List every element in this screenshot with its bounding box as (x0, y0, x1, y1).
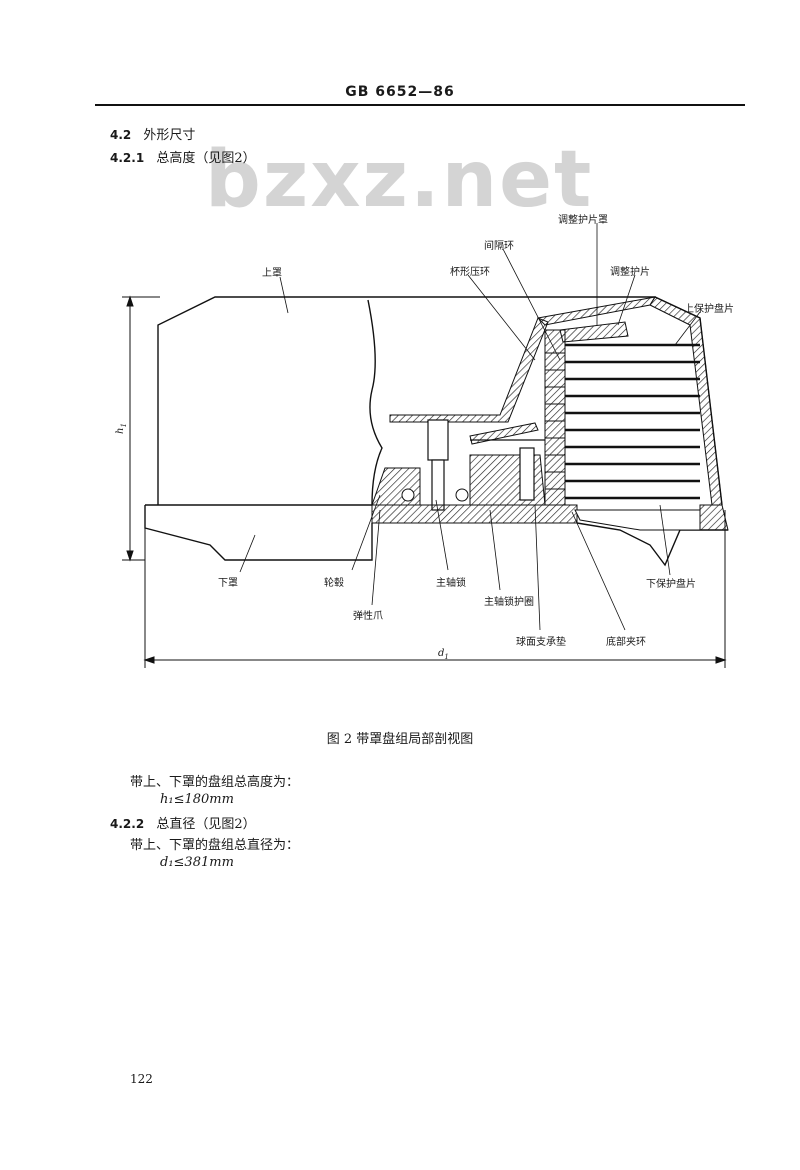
diameter-value: d₁≤381mm (160, 855, 234, 870)
section-title: 外形尺寸 (143, 128, 196, 143)
label-spindle-lock-guard: 主轴锁护圈 (484, 597, 534, 608)
section-title: 总高度（见图2） (156, 151, 256, 166)
figure-caption: 图 2 带罩盘组局部剖视图 (326, 732, 474, 747)
height-statement: 带上、下罩的盘组总高度为： (130, 775, 300, 790)
section-4-2-1: 4.2.1 总高度（见图2） (110, 147, 256, 166)
leader-lines (239, 223, 701, 631)
diameter-dimension (143, 505, 727, 668)
label-hub: 轮毂 (324, 578, 344, 589)
section-number: 4.2.1 (110, 151, 145, 165)
section-4-2-2: 4.2.2 总直径（见图2） (110, 813, 256, 832)
standard-header: GB 6652—86 (345, 84, 455, 100)
label-d1: d1 (438, 648, 449, 661)
height-value: h₁≤180mm (160, 792, 234, 807)
disk-stack (565, 343, 700, 500)
height-dimension (122, 295, 160, 562)
label-adjust-plate-cover: 调整护片罩 (558, 215, 608, 226)
spacer-rings (545, 352, 565, 490)
label-adjust-plate: 调整护片 (610, 267, 650, 278)
label-lower-protect-plate: 下保护盘片 (646, 579, 696, 590)
label-spacer-ring: 间隔环 (484, 241, 514, 252)
diameter-statement: 带上、下罩的盘组总直径为： (130, 838, 300, 853)
label-spherical-bearing-pad: 球面支承垫 (516, 637, 566, 648)
cross-section-figure (122, 223, 729, 668)
label-h1: h1 (114, 423, 128, 434)
label-upper-cover: 上罩 (262, 268, 282, 279)
label-cup-press-ring: 杯形压环 (450, 267, 490, 278)
watermark: bzxz.net (205, 135, 594, 225)
section-number: 4.2.2 (110, 817, 145, 831)
section-number: 4.2 (110, 128, 132, 142)
label-lower-cover: 下罩 (218, 578, 238, 589)
label-bottom-clamp-ring: 底部夹环 (606, 637, 646, 648)
page-number: 122 (130, 1072, 153, 1086)
label-elastic-claw: 弹性爪 (353, 611, 383, 622)
label-upper-protect-plate: 上保护盘片 (684, 304, 734, 315)
header-rule (95, 104, 745, 106)
section-4-2: 4.2 外形尺寸 (110, 124, 195, 143)
label-spindle-lock: 主轴锁 (436, 578, 466, 589)
section-title: 总直径（见图2） (156, 817, 256, 832)
